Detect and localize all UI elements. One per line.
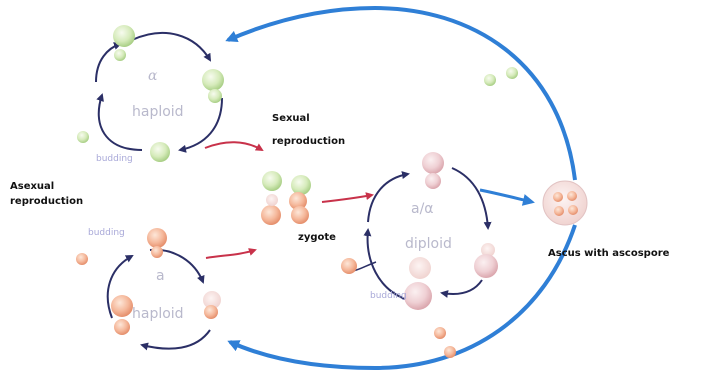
released-spore-a [434,327,446,339]
diploid-cell [404,282,432,310]
asexual-reproduction-label-line2: reproduction [10,196,83,207]
budding-label-alpha: budding [96,154,133,164]
a-cell [111,295,133,317]
diploid-cell [474,254,498,278]
zygote-to-diploid-arrow [322,195,372,202]
diploid-symbol: a/α [411,201,434,217]
alpha-cycle-arrow-right [180,98,222,150]
ascospore [554,206,564,216]
zygote-label: zygote [298,232,336,243]
ascus-cell [543,181,587,225]
alpha-haploid-cycle: α haploid budding [77,25,262,164]
a-cell [151,246,163,258]
diploid-cycle-arrow-top [368,174,408,222]
diploid-cell [409,257,431,279]
ascus [543,181,587,225]
diploid-cycle: a/α diploid budding [341,152,498,310]
diploid-bud-cell [341,258,357,274]
ascospore [568,205,578,215]
ascospore [553,192,563,202]
zygote-cell [291,175,311,195]
alpha-cell [114,49,126,61]
diploid-cell [425,173,441,189]
diploid-cell [422,152,444,174]
released-spore-alpha [506,67,518,79]
a-phase-label: haploid [132,306,184,322]
asexual-reproduction-label-line1: Asexual [10,181,54,192]
zygote-cell [291,206,309,224]
alpha-cycle-arrow-inner [96,44,120,82]
a-cell [147,228,167,248]
a-cell [114,319,130,335]
released-spore-alpha [484,74,496,86]
alpha-cell [150,142,170,162]
released-spore-a [444,346,456,358]
diploid-phase-label: diploid [405,236,452,252]
ascus-label: Ascus with ascospore [548,248,670,259]
a-bud-cell [76,253,88,265]
a-symbol: a [156,268,165,284]
sexual-reproduction-label-line1: Sexual [272,113,310,124]
diploid-cycle-arrow-left [368,230,408,300]
sporulation-arrow [480,190,532,202]
alpha-cell [208,89,222,103]
a-mating-arrow [206,250,255,258]
a-haploid-cycle: a haploid budding [76,228,255,349]
zygote-cell [261,205,281,225]
zygote-cell [266,194,278,206]
ascospore-release-arrow-top [228,8,575,180]
zygote-cell [262,171,282,191]
sexual-reproduction-label-line2: reproduction [272,136,345,147]
diploid-cycle-arrow-right [452,168,488,228]
budding-label-diploid: budding [370,291,407,301]
diploid-cycle-arrow-bottom [442,280,482,294]
alpha-cell [113,25,135,47]
zygote-cells [261,171,311,225]
a-cell [204,305,218,319]
ascospore [567,191,577,201]
a-cycle-arrow-right [142,330,210,349]
alpha-symbol: α [148,68,158,84]
alpha-bud-cell [77,131,89,143]
alpha-mating-arrow [205,142,262,150]
budding-label-a: budding [88,228,125,238]
alpha-cycle-arrow-top [132,33,210,60]
alpha-phase-label: haploid [132,104,184,120]
alpha-cell [202,69,224,91]
